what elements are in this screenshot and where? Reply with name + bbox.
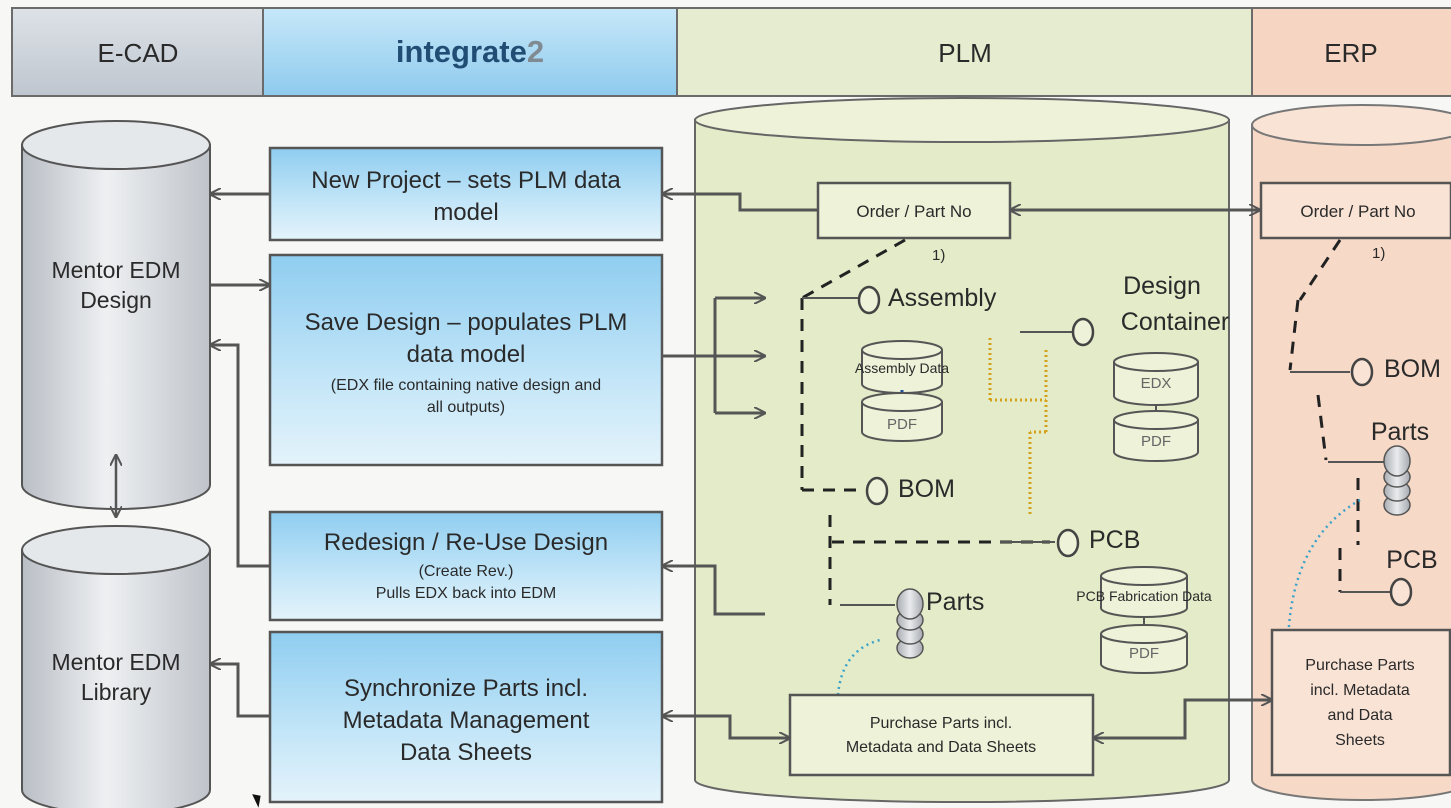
redesign-label: Redesign / Re-Use Design <box>324 529 608 556</box>
erp-parts-icon <box>1383 445 1411 516</box>
redesign-sub-1: (Create Rev.) <box>419 563 514 580</box>
plm-order-label: Order / Part No <box>856 202 971 221</box>
erp-parts-label: Parts <box>1371 418 1429 446</box>
erp-note: 1) <box>1372 245 1385 262</box>
plm-bom-label: BOM <box>898 475 955 503</box>
plm-container-dotted-link <box>988 338 1048 515</box>
design-container-node <box>1071 317 1095 347</box>
erp-dashed-links <box>1288 239 1360 592</box>
pcb-fab-label: PCB Fabrication Data <box>1076 588 1212 604</box>
plm-order-part-no: Order / Part No <box>816 181 1012 240</box>
plm-dashed-links <box>800 238 1050 605</box>
redesign-sub-2: Pulls EDX back into EDM <box>376 585 557 602</box>
plm-cylinder <box>694 97 1230 803</box>
plm-note: 1) <box>932 247 945 264</box>
save-design-box: Save Design – populates PLM data model (… <box>268 253 664 467</box>
plm-purchase-label-1: Purchase Parts incl. <box>870 715 1012 732</box>
plm-purchase-parts-box: Purchase Parts incl. Metadata and Data S… <box>788 693 1095 777</box>
sync-label-2: Metadata Management <box>343 707 590 734</box>
header-plm <box>677 9 1252 95</box>
erp-purchase-label-2: incl. Metadata <box>1310 682 1410 699</box>
plm-solid-links <box>802 297 1072 606</box>
edx-label: EDX <box>1141 375 1172 392</box>
erp-bom-label: BOM <box>1384 355 1441 383</box>
container-pdf-label: PDF <box>1141 433 1171 450</box>
plm-bom-node <box>865 476 889 506</box>
design-container-label-2: Container <box>1121 308 1229 336</box>
header-integrate <box>263 9 677 95</box>
erp-purchase-parts-box: Purchase Parts incl. Metadata and Data S… <box>1270 628 1451 777</box>
erp-purchase-label-3: and Data <box>1328 707 1393 724</box>
design-container-label-1: Design <box>1123 272 1201 300</box>
design-db-label-2: Design <box>80 287 152 313</box>
erp-purchase-label-4: Sheets <box>1335 732 1385 749</box>
save-design-label-2: data model <box>407 341 526 368</box>
pcb-fab-cylinder <box>1100 566 1188 618</box>
assembly-node <box>857 285 881 315</box>
plm-to-redesign-arrow <box>662 566 765 616</box>
header-ecad <box>13 9 263 95</box>
new-project-label-2: model <box>433 199 498 226</box>
sync-parts-box: Synchronize Parts incl. Metadata Managem… <box>268 630 664 804</box>
erp-parts-purchase-link <box>1286 498 1361 646</box>
erp-purchase-label-1: Purchase Parts <box>1305 657 1414 674</box>
redesign-to-design-arrow <box>210 345 270 568</box>
plm-parts-purchase-link <box>836 638 881 696</box>
save-design-label-1: Save Design – populates PLM <box>305 309 628 336</box>
assembly-label: Assembly <box>888 284 997 312</box>
library-db-label-1: Mentor EDM <box>51 649 180 675</box>
save-design-sub-1: (EDX file containing native design and <box>331 377 601 394</box>
new-project-label-1: New Project – sets PLM data <box>311 167 621 194</box>
pcb-pdf-label: PDF <box>1129 645 1159 662</box>
sync-label-1: Synchronize Parts incl. <box>344 675 588 702</box>
pcb-pdf-cylinder <box>1100 624 1188 674</box>
erp-pcb-label: PCB <box>1386 546 1437 574</box>
header-band: E-CAD integrate2 PLM ERP <box>11 7 1451 97</box>
assembly-data-cylinder <box>861 340 943 394</box>
plm-parts-label: Parts <box>926 588 984 616</box>
erp-pcb-node <box>1389 577 1413 607</box>
erp-bom-node <box>1350 357 1374 387</box>
plm-pcb-label: PCB <box>1089 526 1140 554</box>
design-db-label-1: Mentor EDM <box>51 257 180 283</box>
header-ecad-label: E-CAD <box>98 38 179 68</box>
mentor-edm-library-db: Mentor EDM Library <box>21 525 211 808</box>
plm-purchase-label-2: Metadata and Data Sheets <box>846 739 1036 756</box>
redesign-box: Redesign / Re-Use Design (Create Rev.) P… <box>268 510 664 622</box>
header-erp <box>1252 9 1451 95</box>
erp-order-label: Order / Part No <box>1300 202 1415 221</box>
assembly-data-label: Assembly Data <box>855 360 949 376</box>
sync-to-library-arrow <box>210 664 270 718</box>
sync-purchase-arrow <box>662 716 790 738</box>
assembly-pdf-cylinder <box>861 392 943 442</box>
header-erp-label: ERP <box>1324 38 1377 68</box>
edx-cylinder <box>1113 352 1199 406</box>
mentor-edm-design-db: Mentor EDM Design <box>21 120 211 510</box>
header-plm-label: PLM <box>938 38 991 68</box>
assembly-pdf-label: PDF <box>887 416 917 433</box>
library-db-label-2: Library <box>81 679 152 705</box>
plm-parts-icon <box>896 588 924 659</box>
connectors <box>210 194 1272 738</box>
plm-erp-purchase-arrow <box>1093 700 1272 738</box>
erp-order-part-no: Order / Part No <box>1259 181 1451 240</box>
erp-solid-links <box>1290 371 1390 593</box>
plm-pcb-node <box>1056 528 1080 558</box>
save-design-sub-2: all outputs) <box>427 399 505 416</box>
sync-label-3: Data Sheets <box>400 739 532 766</box>
header-integrate-label: integrate2 <box>396 34 544 69</box>
order-to-new-project-arrow <box>662 194 818 212</box>
new-project-box: New Project – sets PLM data model <box>268 146 664 242</box>
container-pdf-cylinder <box>1113 410 1199 462</box>
